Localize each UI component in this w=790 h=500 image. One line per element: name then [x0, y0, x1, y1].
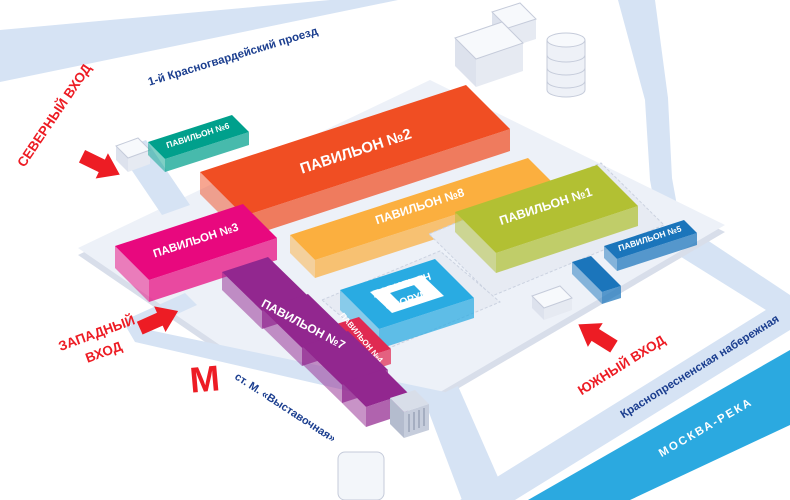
pavilion-3-roof — [115, 204, 277, 280]
pavilion-2-front — [244, 129, 510, 238]
tower-front — [404, 404, 429, 438]
pavilion-5-wing-left — [572, 262, 602, 304]
pavilion-2[interactable]: ПАВИЛЬОН №2 — [200, 85, 510, 238]
pavilion-5-wing-roof — [572, 256, 621, 292]
building-a-front — [476, 43, 523, 87]
pavilion-7-c-left — [302, 346, 342, 403]
utility-tower — [390, 390, 429, 438]
gate-box-left — [116, 146, 128, 172]
south-box-front — [544, 298, 572, 320]
pavilion-8-roof — [290, 158, 553, 260]
pavilion-7-a-left — [222, 272, 262, 329]
pavilion-3[interactable]: ПАВИЛЬОН №3 — [115, 204, 277, 302]
pavilion-7-c-roof — [302, 331, 388, 385]
service-buildings — [115, 2, 586, 500]
pavilion-7-b-roof — [262, 294, 348, 348]
south-exit-road — [425, 386, 508, 500]
south-box-left — [532, 296, 544, 320]
tank-body — [546, 39, 586, 98]
embankment-road — [460, 295, 790, 500]
pavilion-6-front — [165, 132, 249, 172]
pavilion-5-front — [617, 233, 697, 271]
tank-band-1 — [546, 54, 586, 63]
tank-band-2 — [546, 67, 586, 76]
north-entrance-label: СЕВЕРНЫЙ ВХОД — [14, 61, 94, 170]
pavilion-3-left — [115, 246, 149, 302]
north-entrance: СЕВЕРНЫЙ ВХОД — [14, 61, 120, 179]
bottom-building — [337, 451, 385, 500]
tower-left — [390, 398, 404, 438]
west-entrance-arrow-icon — [136, 306, 179, 335]
building-a-left — [455, 38, 476, 87]
pavilion-7-b-left — [262, 309, 302, 366]
pavilion-6[interactable]: ПАВИЛЬОН №6 — [148, 115, 249, 172]
south-box-roof — [531, 285, 573, 309]
pavilion-6-left — [148, 142, 165, 172]
pavilion-4-roof — [330, 317, 391, 358]
gate-box-front — [128, 150, 150, 172]
pavilion-5-left — [604, 246, 617, 271]
metro-icon: М — [188, 357, 221, 400]
tank-top — [546, 32, 586, 48]
pavilion-6-roof — [148, 115, 249, 159]
forum-skylight-inner — [390, 285, 424, 303]
pavilion-1[interactable]: ПАВИЛЬОН №1 — [428, 162, 665, 297]
moskva-river — [528, 350, 790, 500]
pavilion-5[interactable]: ПАВИЛЬОН №5 — [572, 220, 697, 304]
pavilion-5-roof — [604, 220, 697, 259]
pavilion-8-left — [290, 235, 315, 278]
pavilion-1-roof — [455, 165, 638, 253]
pavilion-7-a-roof — [222, 257, 308, 311]
tower-roof — [390, 390, 429, 412]
pavilion-1-front — [496, 206, 638, 273]
north-street-road — [0, 0, 398, 82]
pavilion-2-roof — [200, 85, 510, 216]
pavilion-7-d-left — [342, 383, 366, 427]
tank-band-3 — [546, 80, 586, 89]
pavilion-3-front — [149, 238, 277, 302]
north-entrance-arrow-icon — [78, 149, 120, 179]
forum-front — [379, 298, 474, 349]
pavilion-1-left — [455, 212, 496, 273]
pavilion-7-d-roof — [342, 369, 408, 407]
right-road — [618, 0, 790, 325]
south-entrance-arrow-icon — [578, 323, 618, 353]
building-a-roof — [454, 21, 524, 60]
